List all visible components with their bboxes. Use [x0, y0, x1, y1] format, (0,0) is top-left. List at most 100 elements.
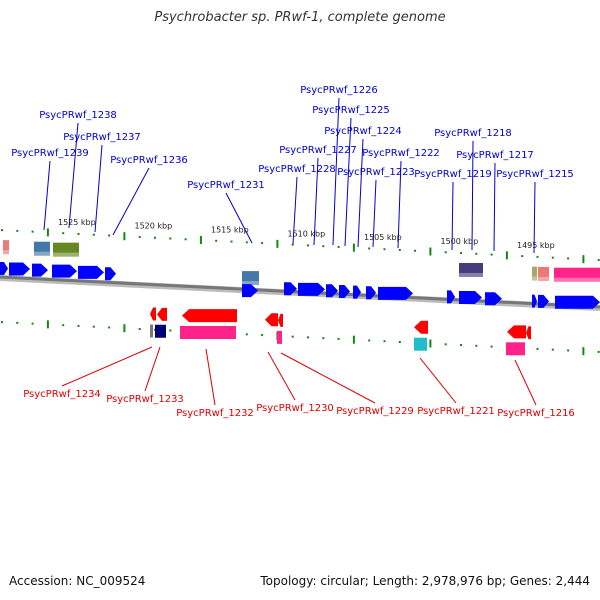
forward-gene-label: PsycPRwf_1225: [312, 105, 390, 116]
forward-gene-arrow: [378, 286, 413, 300]
feature-highlight: [459, 272, 483, 277]
forward-gene-label: PsycPRwf_1224: [324, 126, 402, 137]
forward-label-leader: [68, 122, 79, 229]
forward-gene-arrow: [9, 262, 30, 276]
forward-gene-arrow: [105, 267, 116, 281]
reverse-gene-arrow: [265, 313, 278, 327]
reverse-feature: [277, 330, 282, 344]
forward-label-leader: [344, 117, 352, 247]
reverse-label-leader: [267, 351, 296, 401]
scale-label: 1500 kbp: [441, 237, 479, 246]
scale-label: 1505 kbp: [364, 233, 402, 242]
reverse-label-leader: [144, 346, 161, 392]
forward-gene-label: PsycPRwf_1218: [434, 128, 512, 139]
forward-gene-label: PsycPRwf_1215: [496, 169, 574, 180]
reverse-gene-label: PsycPRwf_1221: [417, 406, 495, 417]
accession-text: Accession: NC_009524: [9, 574, 146, 588]
forward-gene-label: PsycPRwf_1226: [300, 85, 378, 96]
reverse-label-leader: [419, 357, 457, 404]
forward-feature: [242, 271, 259, 286]
reverse-gene-arrow: [526, 326, 531, 340]
forward-gene-arrow: [32, 263, 48, 277]
scale-label: 1515 kbp: [211, 226, 249, 235]
reverse-feature: [506, 342, 525, 356]
reverse-gene-arrow: [182, 309, 237, 323]
reverse-gene-arrow: [278, 313, 283, 327]
forward-gene-arrow: [447, 290, 455, 304]
feature-highlight: [532, 276, 537, 281]
reverse-feature: [180, 326, 236, 339]
forward-gene-label: PsycPRwf_1219: [414, 169, 492, 180]
forward-gene-label: PsycPRwf_1217: [456, 150, 534, 161]
forward-feature: [538, 266, 549, 281]
scale-label: 1510 kbp: [288, 229, 326, 238]
forward-gene-arrow: [242, 284, 258, 298]
feature-highlight: [34, 251, 50, 256]
reverse-label-leader: [61, 346, 153, 387]
reverse-gene-label: PsycPRwf_1232: [176, 408, 254, 419]
forward-feature: [532, 266, 537, 281]
forward-label-leader: [43, 160, 51, 231]
forward-label-leader: [397, 160, 402, 249]
reverse-gene-arrow: [507, 325, 526, 339]
reverse-gene-label: PsycPRwf_1233: [106, 394, 184, 405]
forward-gene-arrow: [52, 264, 77, 278]
reverse-feature: [150, 324, 153, 338]
reverse-gene-label: PsycPRwf_1216: [497, 408, 575, 419]
forward-gene-label: PsycPRwf_1228: [258, 164, 336, 175]
forward-gene-arrow: [326, 284, 338, 298]
forward-feature: [3, 240, 9, 255]
forward-gene-arrow: [284, 282, 297, 296]
forward-label-leader: [372, 179, 377, 248]
forward-gene-label: PsycPRwf_1227: [279, 145, 357, 156]
forward-gene-label: PsycPRwf_1222: [362, 148, 440, 159]
forward-gene-arrow: [538, 294, 549, 308]
forward-gene-arrow: [353, 285, 361, 299]
reverse-gene-label: PsycPRwf_1229: [336, 406, 414, 417]
feature-highlight: [3, 250, 9, 255]
forward-gene-arrow: [0, 262, 8, 275]
scale-label: 1525 kbp: [58, 218, 96, 227]
forward-label-leader: [357, 138, 364, 248]
forward-gene-label: PsycPRwf_1231: [187, 180, 265, 191]
forward-feature: [459, 262, 483, 277]
forward-label-leader: [451, 181, 454, 251]
forward-gene-arrow: [485, 292, 502, 306]
forward-gene-label: PsycPRwf_1239: [11, 148, 89, 159]
reverse-label-leader: [280, 352, 376, 404]
forward-gene-arrow: [366, 286, 376, 300]
forward-label-leader: [471, 140, 474, 251]
forward-gene-arrow: [298, 282, 325, 296]
forward-label-leader: [332, 97, 340, 246]
feature-highlight: [538, 276, 549, 281]
forward-label-leader: [112, 167, 150, 236]
forward-gene-arrow: [459, 290, 482, 304]
forward-gene-arrow: [555, 295, 600, 309]
forward-label-leader: [493, 162, 496, 252]
forward-gene-arrow: [78, 265, 104, 279]
reverse-feature: [155, 324, 166, 338]
reverse-gene-arrow: [157, 307, 167, 321]
forward-label-leader: [313, 157, 319, 246]
forward-label-leader: [94, 144, 103, 233]
forward-feature: [554, 267, 600, 282]
feature-highlight: [242, 281, 259, 286]
forward-gene-label: PsycPRwf_1237: [63, 132, 141, 143]
scale-label: 1520 kbp: [135, 222, 173, 231]
forward-gene-arrow: [532, 294, 537, 308]
forward-feature: [53, 242, 79, 257]
forward-gene-arrow: [339, 284, 350, 298]
forward-feature: [34, 241, 50, 256]
forward-gene-label: PsycPRwf_1236: [110, 155, 188, 166]
reverse-gene-arrow: [150, 307, 156, 321]
forward-gene-label: PsycPRwf_1223: [337, 167, 415, 178]
forward-gene-label: PsycPRwf_1238: [39, 110, 117, 121]
reverse-gene-arrow: [414, 320, 428, 334]
reverse-gene-label: PsycPRwf_1230: [256, 403, 334, 414]
reverse-label-leader: [514, 359, 537, 406]
genome-summary-text: Topology: circular; Length: 2,978,976 bp…: [260, 574, 590, 588]
reverse-feature: [414, 337, 427, 351]
forward-label-leader: [292, 176, 298, 245]
reverse-gene-label: PsycPRwf_1234: [23, 389, 101, 400]
